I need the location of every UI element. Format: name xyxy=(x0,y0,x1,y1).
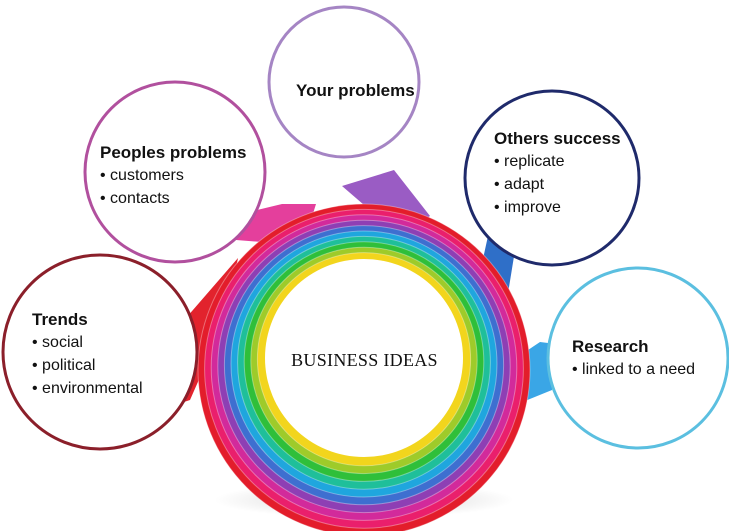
node-title: Others success xyxy=(494,129,621,148)
list-item: linked to a need xyxy=(572,358,695,381)
center-disc xyxy=(265,259,463,457)
center-label: BUSINESS IDEAS xyxy=(291,350,438,370)
node-trends: Trends social political environmental xyxy=(32,309,143,400)
list-item: social xyxy=(32,331,143,354)
list-item: political xyxy=(32,354,143,377)
node-peoples-problems: Peoples problems customers contacts xyxy=(100,142,246,210)
list-item: improve xyxy=(494,196,621,219)
list-item: replicate xyxy=(494,150,621,173)
list-item: customers xyxy=(100,164,246,187)
list-item: contacts xyxy=(100,187,246,210)
node-title: Trends xyxy=(32,310,88,329)
node-research: Research linked to a need xyxy=(572,336,695,381)
list-item: adapt xyxy=(494,173,621,196)
node-your-problems: Your problems xyxy=(296,80,415,102)
node-title: Your problems xyxy=(296,81,415,100)
node-title: Research xyxy=(572,337,649,356)
list-item: environmental xyxy=(32,377,143,400)
node-title: Peoples problems xyxy=(100,143,247,162)
node-circle-your xyxy=(267,5,421,159)
node-others-success: Others success replicate adapt improve xyxy=(494,128,621,219)
